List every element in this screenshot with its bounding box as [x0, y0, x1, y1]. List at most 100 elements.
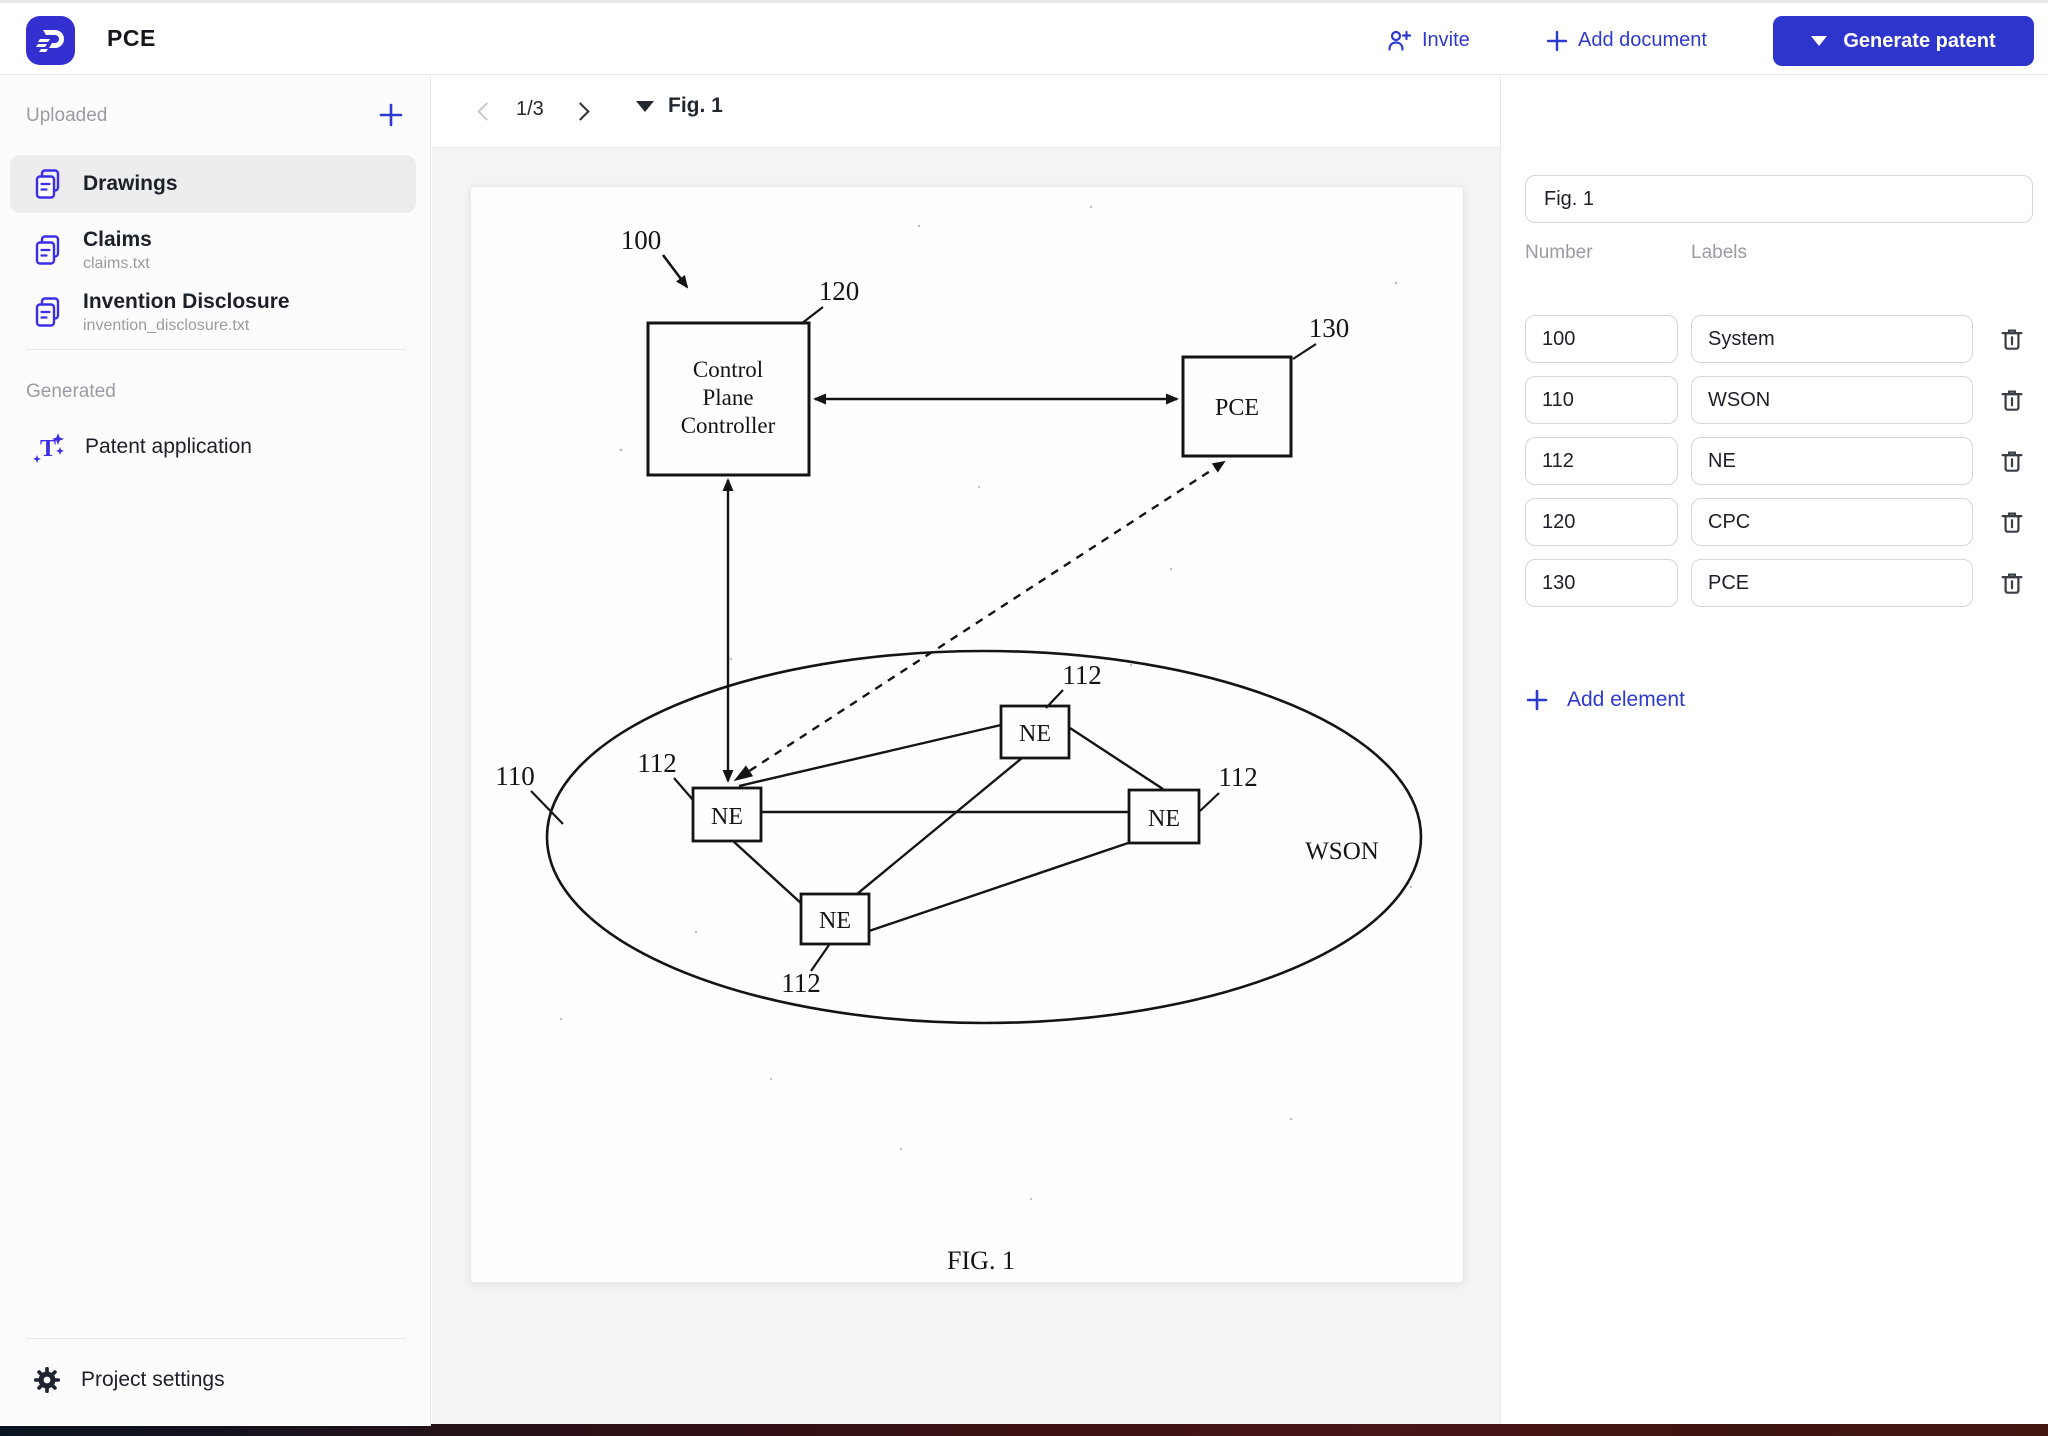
document-copy-icon [35, 169, 60, 199]
svg-text:T: T [40, 436, 56, 462]
plus-icon [1526, 689, 1548, 711]
next-page-button[interactable] [571, 100, 596, 124]
element-number-input[interactable] [1525, 376, 1678, 424]
element-number-input[interactable] [1525, 437, 1678, 485]
upload-add-button[interactable] [376, 100, 406, 130]
pce-ne-dashed-link [733, 460, 1226, 782]
project-title: PCE [107, 25, 156, 51]
chevron-down-icon [1811, 36, 1828, 46]
previous-page-button[interactable] [474, 100, 498, 124]
uploaded-section-header: Uploaded [26, 105, 108, 126]
delete-element-button[interactable] [1998, 386, 2026, 414]
ne-box-label: NE [711, 804, 743, 830]
top-bar: PCE Invite Add document Generate patent [0, 0, 2048, 75]
cpc-box [646, 321, 811, 477]
ne-boxes: NE NE NE NE [691, 704, 1201, 946]
document-copy-icon [35, 297, 60, 327]
wson-label: WSON [1305, 838, 1379, 865]
ref-120-leader [800, 306, 824, 325]
project-settings-button[interactable]: Project settings [10, 1352, 416, 1408]
ref-120-label: 120 [819, 276, 860, 306]
labels-column-header: Labels [1691, 242, 1747, 263]
figure-name-input[interactable] [1525, 175, 2033, 223]
trash-icon [2001, 573, 2023, 594]
element-number-input[interactable] [1525, 559, 1678, 607]
delete-element-button[interactable] [1998, 569, 2026, 597]
ref-112-leader [1199, 792, 1220, 812]
add-element-button[interactable]: Add element [1525, 688, 1685, 712]
ref-112-label-right: 112 [1218, 762, 1258, 792]
pce-box [1181, 355, 1293, 458]
cpc-box-label-line2: Plane [702, 385, 753, 410]
trash-icon [2001, 512, 2023, 533]
sidebar: Uploaded Drawings Claims claims.txt [0, 76, 431, 1426]
page-indicator: 1/3 [516, 98, 544, 120]
main-area: 1/3 Fig. 1 [432, 76, 1500, 1426]
element-row [1501, 315, 2048, 363]
trash-icon [2001, 390, 2023, 411]
sidebar-item-patent-application[interactable]: T Patent application [10, 420, 416, 474]
sidebar-item-invention-disclosure[interactable]: Invention Disclosure invention_disclosur… [10, 279, 416, 345]
ne-box-top [999, 704, 1071, 760]
element-row [1501, 376, 2048, 424]
cpc-box-label-line1: Control [693, 357, 763, 382]
ne-box-right [1127, 788, 1201, 845]
delete-element-button[interactable] [1998, 325, 2026, 353]
ref-130-leader [1292, 343, 1317, 360]
patent-figure: 100 Control Plane Controller 120 PCE 130 [495, 205, 1423, 1275]
sidebar-item-label: Invention Disclosure [83, 289, 290, 313]
ne-box-label: NE [1019, 721, 1051, 747]
add-element-label: Add element [1567, 688, 1685, 711]
ref-110-leader [530, 790, 564, 825]
sidebar-item-filename: claims.txt [83, 254, 150, 272]
element-label-input[interactable] [1691, 376, 1973, 424]
pce-box-label: PCE [1215, 395, 1259, 421]
element-label-input[interactable] [1691, 498, 1973, 546]
sidebar-item-label: Claims [83, 227, 152, 251]
element-number-input[interactable] [1525, 315, 1678, 363]
generate-patent-button[interactable]: Generate patent [1773, 16, 2034, 66]
ref-110-label: 110 [495, 761, 535, 791]
generate-patent-label: Generate patent [1843, 29, 1996, 52]
ref-112-label-bottom: 112 [781, 968, 821, 998]
ne-box-label: NE [819, 908, 851, 934]
element-label-input[interactable] [1691, 559, 1973, 607]
ref-112-leader [673, 777, 694, 801]
background-window-edge [0, 1424, 2048, 1436]
delete-element-button[interactable] [1998, 447, 2026, 475]
ref-112-leader [1045, 689, 1064, 709]
ne-box-left [691, 786, 763, 843]
trash-icon [2001, 451, 2023, 472]
element-row [1501, 498, 2048, 546]
ne-box-bottom [799, 892, 871, 946]
ref-112-leader [810, 944, 830, 972]
sidebar-item-claims[interactable]: Claims claims.txt [10, 217, 416, 283]
figure-selector-dropdown[interactable]: Fig. 1 [636, 94, 723, 118]
invite-label: Invite [1422, 29, 1470, 51]
chevron-right-icon [571, 102, 590, 121]
document-copy-icon [35, 235, 60, 265]
drawing-canvas[interactable]: 100 Control Plane Controller 120 PCE 130 [470, 186, 1464, 1283]
ref-112-label-top: 112 [1062, 660, 1102, 690]
element-number-input[interactable] [1525, 498, 1678, 546]
ref-112-label-left: 112 [637, 748, 677, 778]
element-row [1501, 437, 2048, 485]
project-settings-label: Project settings [81, 1368, 225, 1391]
invite-button[interactable]: Invite [1386, 3, 1470, 78]
element-label-input[interactable] [1691, 315, 1973, 363]
sidebar-item-drawings[interactable]: Drawings [10, 155, 416, 213]
sidebar-item-label: Drawings [83, 172, 178, 195]
element-label-input[interactable] [1691, 437, 1973, 485]
sidebar-item-label: Patent application [85, 435, 252, 458]
cpc-box-label-line3: Controller [681, 413, 776, 438]
delete-element-button[interactable] [1998, 508, 2026, 536]
logo-mark-icon [35, 29, 64, 52]
ne-mesh-links [732, 723, 1164, 933]
chevron-down-icon [636, 100, 654, 112]
sidebar-divider [26, 1338, 406, 1339]
ref-100-arrow [661, 254, 689, 289]
plus-icon [1546, 30, 1568, 51]
add-document-button[interactable]: Add document [1546, 3, 1707, 78]
generated-section-header: Generated [26, 381, 116, 402]
figure-caption: FIG. 1 [947, 1246, 1015, 1275]
